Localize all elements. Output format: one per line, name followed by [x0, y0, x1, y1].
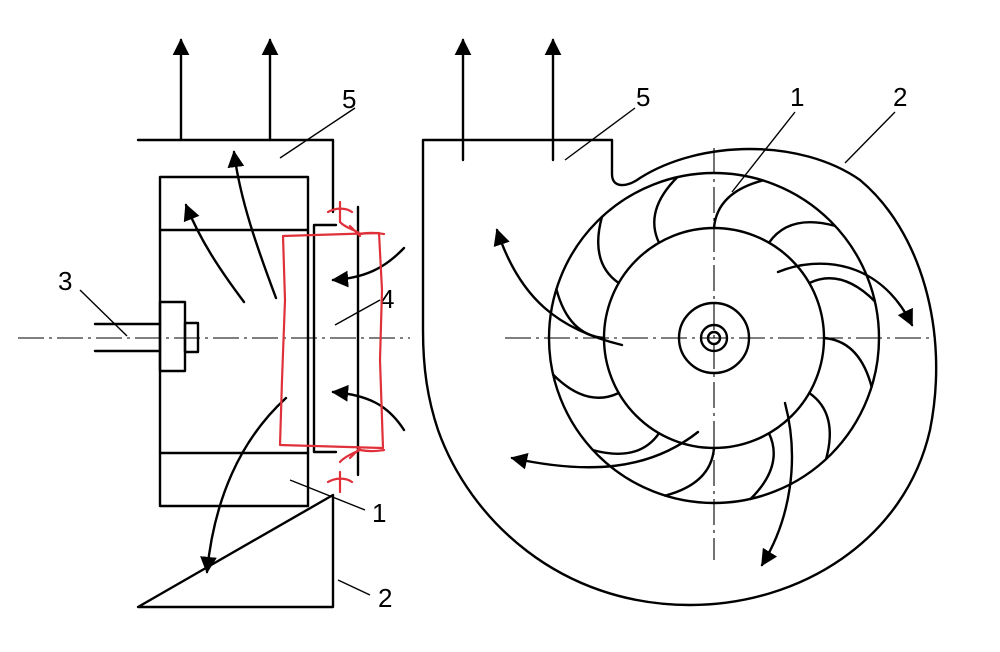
- impeller-blade: [664, 446, 716, 497]
- impeller-blade: [808, 391, 831, 461]
- impeller-blade: [597, 215, 620, 285]
- leader-side-2: [337, 579, 371, 596]
- front-flow-arrow-left-up: [493, 228, 624, 347]
- label-front-fan-wheel: 1: [790, 82, 804, 112]
- side-housing: [136, 138, 335, 609]
- front-flow-arrow-right: [776, 262, 914, 327]
- side-fan-wheel: [158, 175, 310, 508]
- front-flow-arrow-left-down: [510, 430, 700, 470]
- label-side-shaft: 3: [58, 266, 72, 296]
- impeller-blade: [712, 179, 764, 230]
- flow-arrow-up-inner: [183, 203, 246, 304]
- front-wheel-outer: [547, 171, 881, 505]
- side-view: 5 3 4 1 2: [18, 38, 410, 613]
- label-side-inlet: 4: [380, 284, 394, 314]
- leader-front-1: [731, 111, 796, 193]
- impeller-blade: [551, 373, 620, 399]
- front-shaft: [706, 330, 722, 346]
- impeller-blade: [822, 336, 873, 388]
- label-side-fan-wheel: 1: [372, 498, 386, 528]
- red-markup: [278, 200, 386, 494]
- red-bolt-bottom: [326, 446, 386, 494]
- leader-side-4: [334, 299, 381, 326]
- label-front-outlet: 5: [636, 82, 650, 112]
- side-inlet-cone: [312, 223, 338, 454]
- front-flow-arrow-down: [760, 401, 794, 567]
- flow-arrow-down: [200, 396, 288, 574]
- front-hub-outer: [677, 301, 751, 375]
- inlet-arrow-bottom: [331, 384, 406, 432]
- red-bolt-top: [326, 200, 386, 238]
- impeller-blade: [808, 277, 877, 303]
- impeller-blade: [749, 432, 775, 501]
- label-side-housing: 2: [378, 583, 392, 613]
- label-front-housing: 2: [893, 82, 907, 112]
- inlet-arrow-top: [331, 246, 406, 288]
- impeller-blade: [591, 432, 661, 455]
- leader-side-3: [79, 289, 128, 337]
- leader-front-5: [564, 107, 636, 161]
- leader-front-2: [844, 111, 896, 164]
- impeller-blade: [653, 175, 679, 244]
- side-hub: [158, 300, 187, 373]
- front-blades: [551, 175, 877, 501]
- side-hub-nut: [183, 321, 200, 354]
- front-view: 5 1 2: [421, 38, 938, 607]
- leader-side-1: [289, 479, 366, 511]
- red-outline: [278, 231, 385, 450]
- impeller-blade: [767, 221, 837, 244]
- front-volute-housing: [421, 138, 938, 607]
- flow-arrow-up-outer: [227, 150, 278, 300]
- label-side-outlet: 5: [342, 84, 356, 114]
- front-hub-inner: [699, 323, 729, 353]
- leader-side-5: [279, 107, 356, 159]
